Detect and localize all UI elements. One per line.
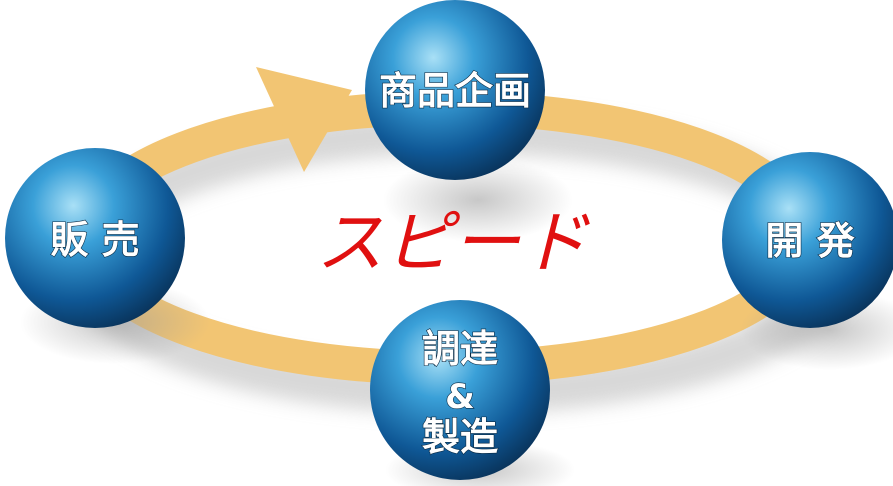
node-label-procurement-line2: & xyxy=(445,377,475,417)
node-label-procurement-line3: 製造 xyxy=(422,415,498,459)
node-label-sales: 販 売 xyxy=(50,218,139,262)
node-label-planning: 商品企画 xyxy=(379,69,531,113)
sphere-shadow-planning xyxy=(383,158,573,242)
sphere-sales xyxy=(5,148,185,328)
sphere-procurement xyxy=(370,300,550,480)
sphere-development xyxy=(722,152,893,328)
arrow-head-icon xyxy=(256,67,352,172)
center-speed-label: スピード xyxy=(316,204,590,283)
node-label-development: 開 発 xyxy=(765,219,855,263)
sphere-planning xyxy=(365,0,545,180)
node-label-procurement-line1: 調達 xyxy=(422,327,498,371)
